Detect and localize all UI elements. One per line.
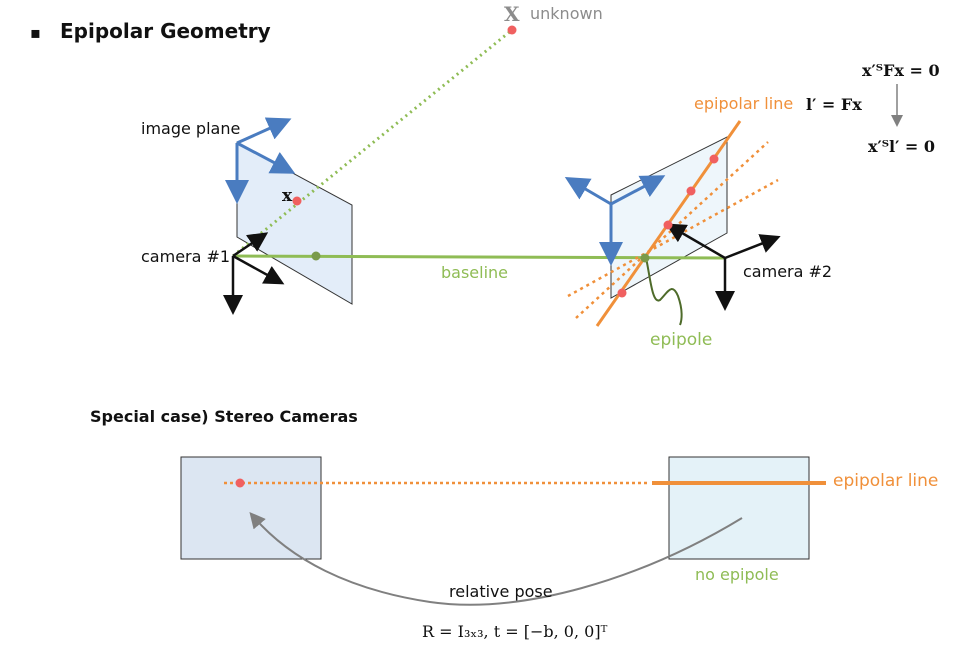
camera1-label: camera #1: [141, 247, 230, 266]
stereo-heading: Special case) Stereo Cameras: [90, 407, 358, 426]
pose-equation: R = I₃ₓ₃, t = [−b, 0, 0]ᵀ: [422, 622, 608, 641]
point-x-marker: [507, 25, 517, 35]
epipolar-point-4: [617, 288, 627, 298]
stereo-right-image: [668, 456, 810, 560]
point-x-symbol: X: [504, 2, 520, 26]
camera2-axis-left: [665, 223, 726, 260]
right-plane-axis-right: [610, 175, 666, 206]
right-plane-axis-left: [564, 176, 612, 206]
baseline-line: [232, 254, 726, 260]
image-point-x-marker: [292, 196, 302, 206]
stereo-epipolar-line-label: epipolar line: [833, 471, 938, 491]
no-epipole-label: no epipole: [695, 565, 779, 584]
epipolar-line-label: epipolar line: [694, 94, 793, 113]
left-plane-axis-right: [236, 141, 296, 174]
camera2-axis-up: [724, 234, 781, 260]
epipole-pointer: [645, 257, 683, 326]
image-plane-label: image plane: [141, 119, 240, 138]
baseline-label: baseline: [441, 263, 508, 282]
image-point-label: x: [282, 186, 293, 206]
relative-pose-label: relative pose: [449, 582, 553, 601]
line-definition-eq: l′ = Fx: [806, 95, 862, 114]
title-bullet: ▪: [30, 23, 41, 42]
stereo-point-marker: [235, 478, 245, 488]
point-x-label: unknown: [530, 4, 603, 23]
epipolar-point-1: [709, 154, 719, 164]
fundamental-eq: x′ᵀFx = 0: [862, 61, 940, 80]
epipolar-point-3: [663, 220, 673, 230]
camera1-axis-right: [232, 254, 285, 285]
epipolar-point-2: [686, 186, 696, 196]
camera2-label: camera #2: [743, 262, 832, 281]
epipole-right-marker: [640, 253, 650, 263]
page-title: Epipolar Geometry: [60, 19, 271, 43]
line-constraint-eq: x′ᵀl′ = 0: [868, 137, 935, 156]
epipolar-line-dotted-1: [575, 141, 769, 319]
stereo-left-image: [180, 456, 322, 560]
relative-pose-arrow: [249, 511, 743, 606]
camera1-axis-up: [232, 232, 269, 258]
epipole-label: epipole: [650, 330, 712, 350]
epipole-left-marker: [311, 251, 321, 261]
left-plane-axis-up: [236, 117, 292, 145]
left-image-plane: [236, 142, 353, 305]
